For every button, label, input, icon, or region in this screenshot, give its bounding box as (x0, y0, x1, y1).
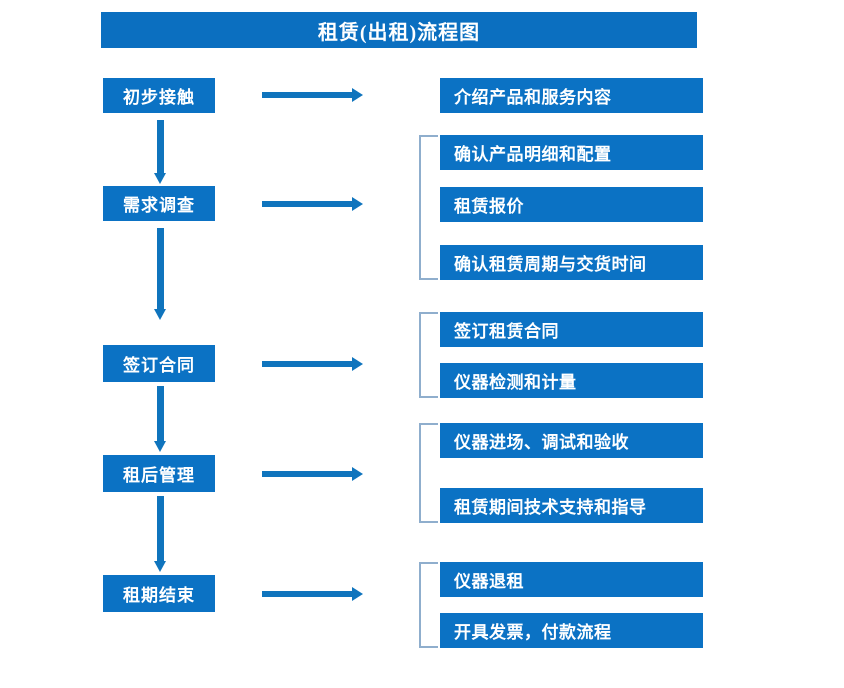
detail-box-4[interactable]: 确认租赁周期与交货时间 (440, 245, 703, 280)
arrow-shaft (262, 591, 352, 597)
group-bracket-stage-2 (419, 135, 438, 280)
detail-box-7[interactable]: 仪器进场、调试和验收 (440, 423, 703, 458)
detail-box-6[interactable]: 仪器检测和计量 (440, 363, 703, 398)
arrow-shaft (157, 496, 164, 561)
arrow-shaft (262, 92, 352, 98)
arrow-down-stage-2-to-3 (154, 228, 166, 320)
arrow-head (154, 173, 166, 184)
arrow-head (352, 357, 363, 371)
detail-box-2[interactable]: 确认产品明细和配置 (440, 135, 703, 170)
detail-box-8[interactable]: 租赁期间技术支持和指导 (440, 488, 703, 523)
arrow-shaft (157, 120, 164, 173)
arrow-head (154, 561, 166, 572)
arrow-down-stage-3-to-4 (154, 386, 166, 452)
flowchart-title: 租赁(出租)流程图 (101, 12, 697, 48)
group-bracket-stage-3 (419, 312, 438, 398)
arrow-shaft (157, 228, 164, 309)
arrow-right-stage-3 (262, 357, 363, 371)
stage-box-initial-contact[interactable]: 初步接触 (103, 78, 215, 113)
arrow-head (352, 587, 363, 601)
arrow-shaft (157, 386, 164, 441)
arrow-right-stage-1 (262, 88, 363, 102)
arrow-head (154, 309, 166, 320)
arrow-head (352, 467, 363, 481)
detail-box-3[interactable]: 租赁报价 (440, 187, 703, 222)
stage-box-post-rental-management[interactable]: 租后管理 (103, 455, 215, 492)
arrow-right-stage-2 (262, 197, 363, 211)
stage-box-sign-contract[interactable]: 签订合同 (103, 345, 215, 382)
stage-box-lease-end[interactable]: 租期结束 (103, 575, 215, 612)
arrow-head (352, 197, 363, 211)
arrow-head (352, 88, 363, 102)
group-bracket-stage-4 (419, 423, 438, 523)
arrow-right-stage-5 (262, 587, 363, 601)
stage-box-needs-survey[interactable]: 需求调查 (103, 186, 215, 221)
detail-box-9[interactable]: 仪器退租 (440, 562, 703, 597)
arrow-head (154, 441, 166, 452)
group-bracket-stage-5 (419, 562, 438, 648)
arrow-shaft (262, 201, 352, 207)
arrow-down-stage-4-to-5 (154, 496, 166, 572)
detail-box-10[interactable]: 开具发票，付款流程 (440, 613, 703, 648)
arrow-right-stage-4 (262, 467, 363, 481)
detail-box-5[interactable]: 签订租赁合同 (440, 312, 703, 347)
detail-box-1[interactable]: 介绍产品和服务内容 (440, 78, 703, 113)
arrow-shaft (262, 471, 352, 477)
arrow-down-stage-1-to-2 (154, 120, 166, 184)
arrow-shaft (262, 361, 352, 367)
